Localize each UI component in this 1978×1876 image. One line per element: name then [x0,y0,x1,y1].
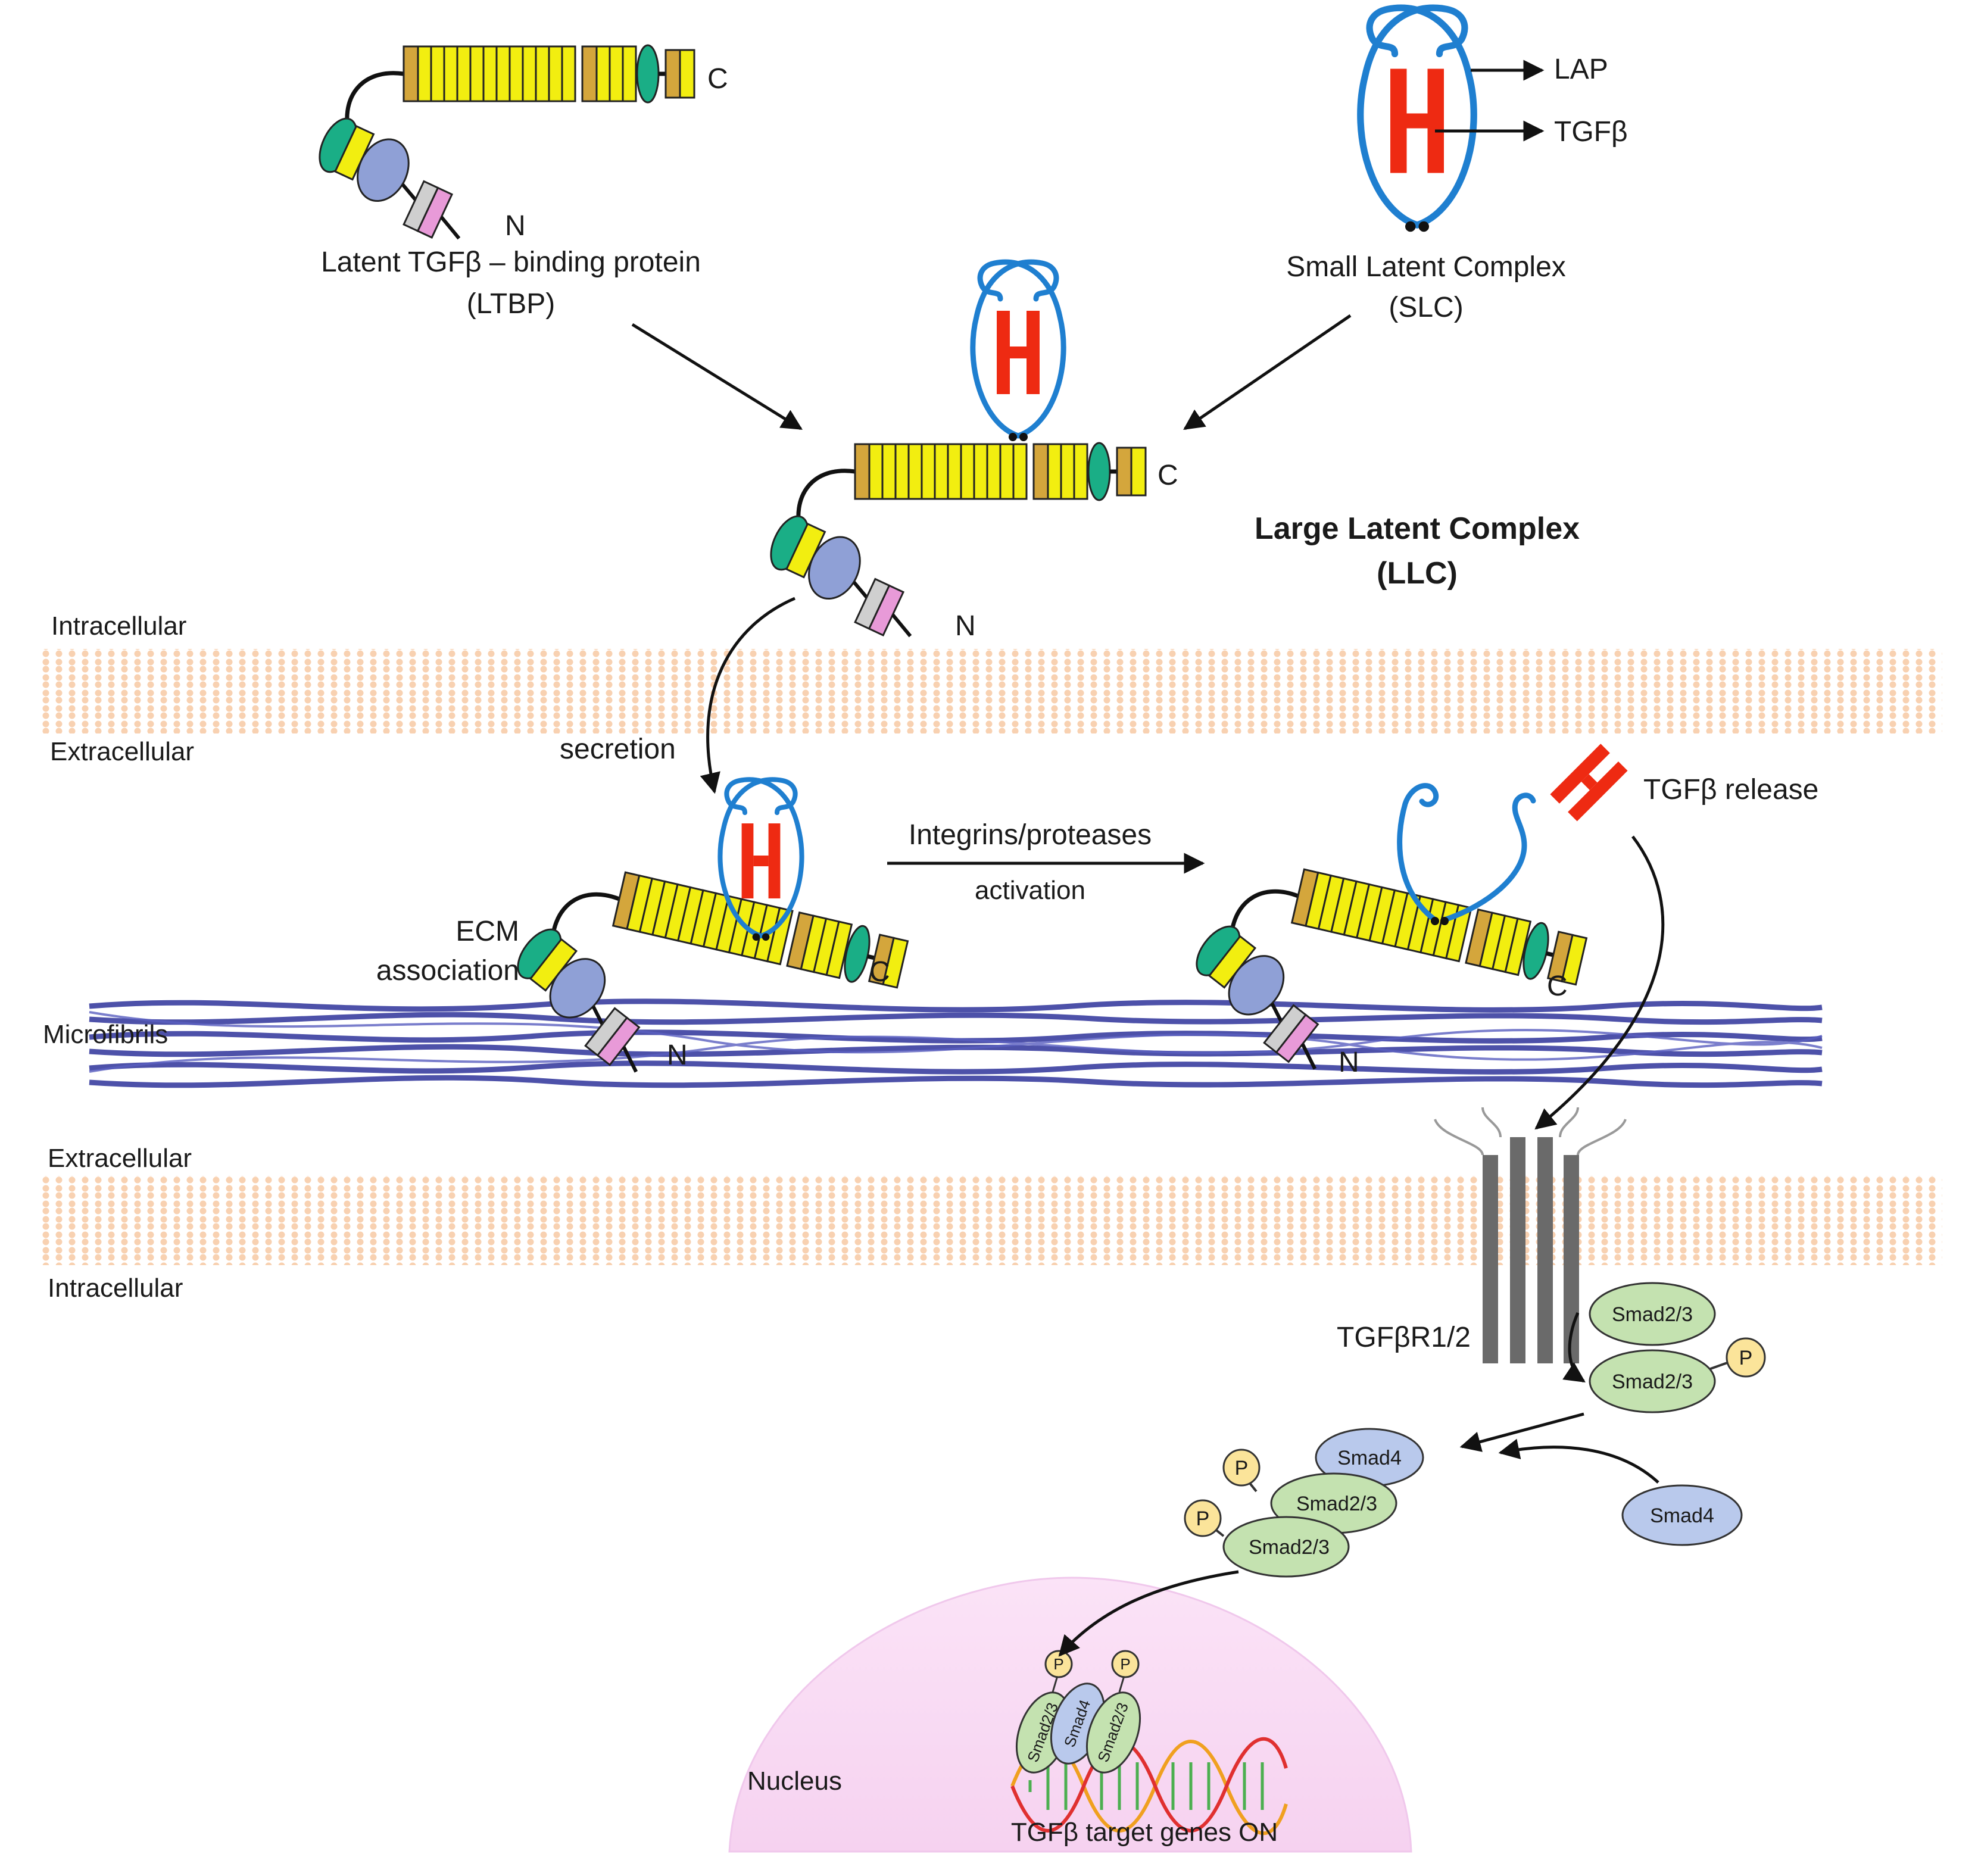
slc-abbr: (SLC) [1389,292,1463,323]
complex-smad4-label: Smad4 [1337,1447,1402,1469]
microfibril-network [89,998,1823,1088]
top-intracellular-label: Intracellular [51,611,186,641]
ltbp-abbr: (LTBP) [467,288,555,320]
opened-lap [1397,783,1536,925]
ltbp-to-llc-arrow [631,323,803,430]
smad4-free [1621,1484,1743,1546]
slc-complex [1361,8,1474,232]
smad23-free-label: Smad2/3 [1612,1303,1693,1326]
ecm-label-line2: association [376,955,519,987]
dna-bound-smads [1015,1650,1141,1774]
llc-name: Large Latent Complex [1255,511,1580,546]
complex-to-nucleus-arrow [1058,1570,1239,1657]
smad23-phos-label: Smad2/3 [1612,1371,1693,1393]
smad4-to-complex-arrow [1498,1438,1659,1484]
dna-phospho-a-label: P [1053,1655,1063,1673]
target-genes-label: TGFβ target genes ON [1011,1818,1278,1847]
activation-label: activation [975,876,1085,905]
bottom-intracellular-label: Intracellular [48,1273,183,1303]
plasma-membrane-bottom [37,1176,1942,1265]
tgfb-release-label: TGFβ release [1643,774,1818,806]
complex-smad23b-label: Smad2/3 [1249,1536,1330,1559]
flow-arrows [631,60,1665,1657]
complex-phospho-a-label: P [1235,1457,1249,1479]
tgfb-label: TGFβ [1554,116,1628,148]
smad23-to-complex-arrow [1459,1412,1584,1452]
ltbp-protein [305,45,694,248]
ltbp-c-label: C [707,63,728,95]
released-tgfb [1550,744,1628,822]
slc-to-llc-arrow [1183,314,1352,430]
smad23-free [1589,1282,1716,1346]
llc-c-label: C [1158,460,1178,491]
smad23-phos [1589,1337,1766,1413]
ecm-n-label: N [667,1040,688,1071]
nucleus-label: Nucleus [747,1766,842,1796]
slc-name: Small Latent Complex [1286,251,1566,283]
integrins-label: Integrins/proteases [909,819,1152,851]
ecm-label-line1: ECM [455,916,519,947]
receptor-label: TGFβR1/2 [1337,1322,1471,1353]
active-c-label: C [1547,970,1568,1002]
llc-abbr: (LLC) [1377,556,1458,591]
active-ltbp [1163,846,1588,1131]
microfibrils-label: Microfibrils [43,1020,168,1049]
ecm-ltbp [485,849,909,1134]
llc-lap [973,262,1063,441]
phospho-label: P [1739,1347,1753,1369]
plasma-membrane-top [37,649,1942,733]
ltbp-n-label: N [505,210,526,242]
top-extracellular-label: Extracellular [50,737,194,766]
ltbp-name: Latent TGFβ – binding protein [321,246,701,278]
llc-n-label: N [955,610,976,642]
ecm-c-label: C [869,956,890,988]
tgfb-receptor [1434,1107,1627,1363]
llc-ltbp [757,443,1146,646]
complex-smad23a-label: Smad2/3 [1296,1493,1377,1515]
bottom-extracellular-label: Extracellular [48,1144,192,1173]
secretion-arrow [700,597,795,794]
phosphorylation-arrow [1562,1312,1586,1383]
active-n-label: N [1339,1047,1359,1078]
release-arrow [1534,835,1665,1130]
dna-phospho-b-label: P [1120,1655,1130,1673]
lap-label: LAP [1554,54,1608,85]
secretion-label: secretion [560,733,676,765]
complex-phospho-b-label: P [1196,1507,1210,1530]
smad4-free-label: Smad4 [1650,1504,1714,1527]
smad-complex [1184,1428,1424,1578]
